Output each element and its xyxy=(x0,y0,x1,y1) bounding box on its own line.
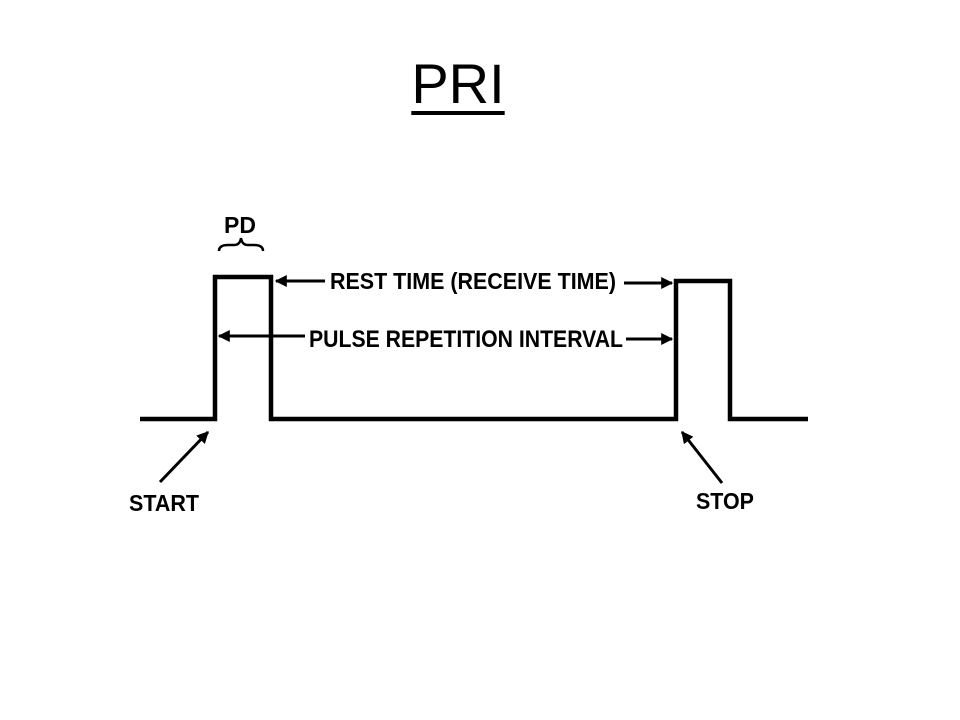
rest-time-label: REST TIME (RECEIVE TIME) xyxy=(330,268,616,294)
pri-label: PULSE REPETITION INTERVAL xyxy=(309,326,623,353)
start-label: START xyxy=(129,490,199,516)
slide-title: PRI xyxy=(411,52,505,115)
pd-label: PD xyxy=(224,212,256,238)
stop-arrow xyxy=(680,431,724,484)
start-arrow xyxy=(158,430,210,484)
stop-label: STOP xyxy=(696,488,754,514)
pulse-waveform xyxy=(140,274,808,422)
pd-brace xyxy=(217,237,265,252)
